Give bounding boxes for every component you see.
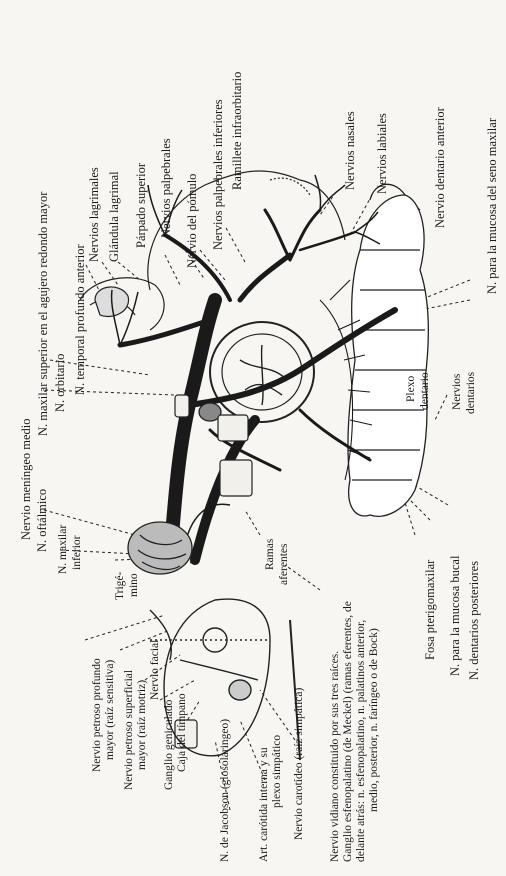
label-nervios-lagrimales: Nervios lagrimales (88, 167, 101, 262)
label-vidiano-2: Ganglio esfenopalatino (de Meckel) (rama… (343, 601, 355, 862)
label-n-maxilar-superior: N. maxilar superior en el agujero redond… (37, 192, 50, 436)
label-nervios-palpebrales: Nervios palpebrales (160, 138, 173, 238)
label-nervios-dentarios-2: dentarios (466, 372, 478, 414)
label-plexo-dentario-1: Plexo (406, 376, 418, 402)
label-trigemino-1: Trigé- (115, 572, 127, 600)
label-n-mucosa-seno-maxilar: N. para la mucosa del seno maxilar (486, 118, 499, 294)
label-plexo-dentario-2: dentario (420, 372, 432, 410)
label-n-oftalmico: N. oftálmico (36, 489, 49, 552)
label-ramas-aferentes-2: aferentes (279, 544, 291, 586)
label-carotida-2: plexo simpático (272, 735, 284, 808)
label-nervio-carotideo: Nervio carotídeo (raíz simpática) (294, 688, 306, 840)
label-ganglio-geniculado: Ganglio geniculado (164, 700, 176, 790)
label-petroso-superficial-2: mayor (raíz motriz) (137, 680, 149, 770)
label-vidiano-4: medio, posterior, n. faríngeo o de Bock) (369, 628, 381, 812)
label-caja-del-timpano: Caja del tímpano (177, 693, 189, 772)
label-n-jacobson: N. de Jacobson (glosolaringeo) (220, 719, 232, 862)
label-ramas-aferentes-1: Ramas (265, 539, 277, 570)
label-petroso-superficial-1: Nervio petroso superficial (124, 670, 136, 790)
label-nervio-dentario-anterior: Nervio dentario anterior (434, 107, 447, 228)
label-petroso-profundo-2: mayor (raíz sensitiva) (105, 660, 117, 760)
label-n-maxilar-inferior-2: inferior (72, 536, 84, 570)
label-nervio-meningeo-medio: Nervio meníngeo medio (20, 419, 33, 541)
label-petroso-profundo-1: Nervio petroso profundo (92, 658, 104, 772)
label-vidiano-3: delante atrás: n. esfenopalatino, n. pal… (356, 620, 368, 862)
label-nervios-labiales: Nervios labiales (376, 113, 389, 194)
label-n-dentarios-posteriores: N. dentarios posteriores (468, 561, 481, 680)
label-n-orbitario: N. orbitario (54, 354, 67, 412)
label-n-temporal-profundo-anterior: N. temporal profundo anterior (74, 244, 87, 395)
label-nervios-dentarios-1: Nervios (452, 374, 464, 410)
trigeminal-ganglion (128, 522, 192, 574)
label-trigemino-2: mino (129, 573, 141, 597)
label-n-mucosa-bucal: N. para la mucosa bucal (449, 556, 462, 676)
label-carotida-1: Art. carótida interna y su (259, 747, 271, 862)
label-vidiano-1: Nervio vidiano constituido por sus tres … (330, 651, 342, 862)
label-glandula-lagrimal: Glándula lagrimal (108, 171, 121, 262)
label-nervio-facial: Nervio facial (150, 640, 162, 700)
label-nervio-del-pomulo: Nervio del pómulo (186, 174, 199, 268)
label-nervios-palpebrales-inferiores: Nervios palpebrales inferiores (212, 99, 225, 250)
label-nervios-nasales: Nervios nasales (344, 111, 357, 190)
label-n-maxilar-inferior-1: N. maxilar (58, 525, 70, 574)
label-ramillete-infraorbitario: Ramillete infraorbitario (231, 72, 244, 190)
label-fosa-pterigomaxilar: Fosa pterigomaxilar (424, 560, 437, 660)
label-parpado-superior: Párpado superior (135, 163, 148, 248)
